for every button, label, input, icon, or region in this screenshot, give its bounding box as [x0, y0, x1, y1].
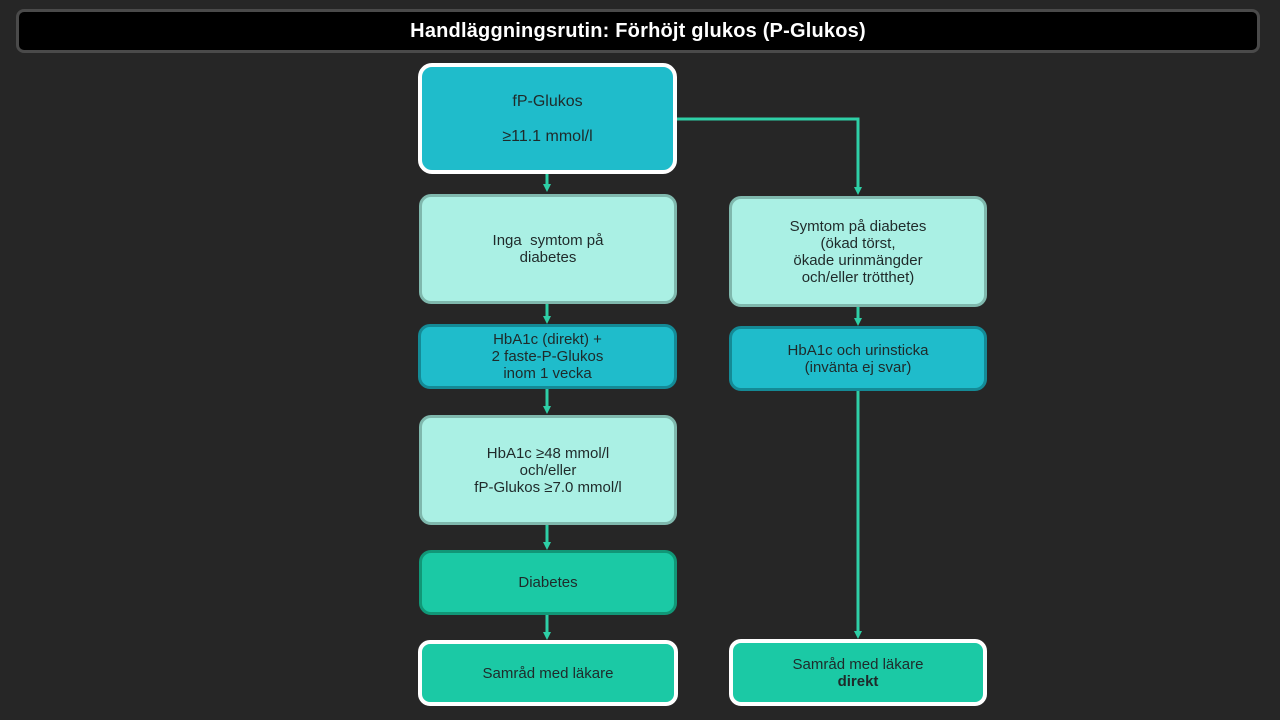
title-bar: Handläggningsrutin: Förhöjt glukos (P-Gl… [16, 9, 1260, 53]
node-no-symptoms: Inga symtom på diabetes [419, 194, 677, 304]
node-criteria-line1: HbA1c ≥48 mmol/l [486, 444, 610, 462]
node-hba1c-direct-line1: HbA1c (direkt) + [493, 331, 602, 348]
node-criteria-line3: fP-Glukos ≥7.0 mmol/l [474, 478, 622, 496]
page-title: Handläggningsrutin: Förhöjt glukos (P-Gl… [410, 19, 866, 42]
node-hba1c-direct: HbA1c (direkt) + 2 faste-P-Glukos inom 1… [418, 324, 677, 389]
node-fp-glukos: fP-Glukos ≥11.1 mmol/l [418, 63, 677, 174]
node-hba1c-direct-line2: 2 faste-P-Glukos [491, 348, 604, 365]
node-fp-glukos-threshold: ≥11.1 mmol/l [502, 127, 593, 145]
arrow-start-to-symptoms [677, 117, 862, 195]
node-symptoms-line2: (ökad törst, [820, 234, 896, 252]
node-consult-right-line1: Samråd med läkare [792, 655, 924, 673]
node-hba1c-urine-line1: HbA1c och urinsticka [787, 341, 929, 359]
node-symptoms: Symtom på diabetes (ökad törst, ökade ur… [729, 196, 987, 307]
node-hba1c-direct-line3: inom 1 vecka [503, 365, 592, 382]
node-symptoms-line4: och/eller trötthet) [801, 268, 915, 286]
node-consult-right-line2: direkt [837, 672, 879, 690]
node-criteria-line2: och/eller [519, 461, 577, 479]
node-consult-left: Samråd med läkare [418, 640, 678, 706]
node-consult-left-label: Samråd med läkare [482, 664, 614, 682]
node-criteria: HbA1c ≥48 mmol/l och/eller fP-Glukos ≥7.… [419, 415, 677, 525]
node-consult-right: Samråd med läkare direkt [729, 639, 987, 706]
node-fp-glukos-label: fP-Glukos [512, 92, 583, 110]
node-hba1c-urine-line2: (invänta ej svar) [804, 358, 912, 376]
node-diabetes: Diabetes [419, 550, 677, 615]
node-symptoms-line1: Symtom på diabetes [789, 217, 927, 235]
node-diabetes-label: Diabetes [518, 574, 578, 591]
node-hba1c-urine: HbA1c och urinsticka (invänta ej svar) [729, 326, 987, 391]
node-no-symptoms-line2: diabetes [519, 249, 577, 266]
node-symptoms-line3: ökade urinmängder [793, 251, 923, 269]
node-no-symptoms-line1: Inga symtom på [492, 232, 604, 249]
